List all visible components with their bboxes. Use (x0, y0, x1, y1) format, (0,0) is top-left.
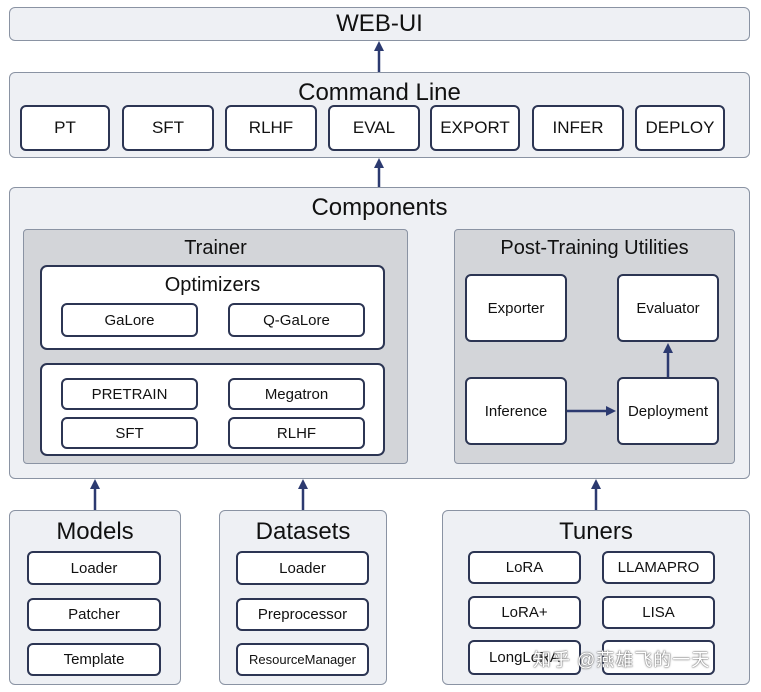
command-infer-button[interactable]: INFER (532, 105, 624, 151)
command-line-title: Command Line (298, 79, 461, 106)
models-title: Models (56, 518, 134, 545)
trainer-title: Trainer (184, 236, 247, 259)
watermark: 知乎 @燕雄飞的一天 (533, 650, 711, 670)
tuner-lisa[interactable]: LISA (602, 596, 715, 629)
datasets-preprocessor[interactable]: Preprocessor (236, 598, 369, 631)
command-deploy-button[interactable]: DEPLOY (635, 105, 725, 151)
models-loader[interactable]: Loader (27, 551, 161, 585)
web-ui-panel: WEB-UI (9, 7, 750, 41)
command-export-button[interactable]: EXPORT (430, 105, 520, 151)
command-pt-button[interactable]: PT (20, 105, 110, 151)
post-training-title: Post-Training Utilities (500, 236, 689, 259)
optimizer-q-galore[interactable]: Q-GaLore (228, 303, 365, 337)
datasets-loader[interactable]: Loader (236, 551, 369, 585)
method-megatron[interactable]: Megatron (228, 378, 365, 410)
datasets-title: Datasets (255, 518, 351, 545)
command-rlhf-button[interactable]: RLHF (225, 105, 317, 151)
evaluator-box[interactable]: Evaluator (617, 274, 719, 342)
method-sft[interactable]: SFT (61, 417, 198, 449)
command-sft-button[interactable]: SFT (122, 105, 214, 151)
tuner-lora[interactable]: LoRA (468, 551, 581, 584)
command-eval-button[interactable]: EVAL (328, 105, 420, 151)
optimizers-title: Optimizers (164, 273, 261, 296)
tuner-lora-plus[interactable]: LoRA+ (468, 596, 581, 629)
tuner-unlabeled[interactable] (602, 640, 715, 675)
deployment-box[interactable]: Deployment (617, 377, 719, 445)
exporter-box[interactable]: Exporter (465, 274, 567, 342)
models-patcher[interactable]: Patcher (27, 598, 161, 631)
web-ui-label: WEB-UI (336, 10, 423, 37)
inference-box[interactable]: Inference (465, 377, 567, 445)
tuner-longlora[interactable]: LongLoRA (468, 640, 581, 675)
tuners-title: Tuners (559, 518, 633, 545)
tuner-llamapro[interactable]: LLAMAPRO (602, 551, 715, 584)
datasets-resource-manager[interactable]: ResourceManager (236, 643, 369, 676)
method-pretrain[interactable]: PRETRAIN (61, 378, 198, 410)
components-title: Components (311, 194, 448, 221)
method-rlhf[interactable]: RLHF (228, 417, 365, 449)
optimizer-galore[interactable]: GaLore (61, 303, 198, 337)
models-template[interactable]: Template (27, 643, 161, 676)
